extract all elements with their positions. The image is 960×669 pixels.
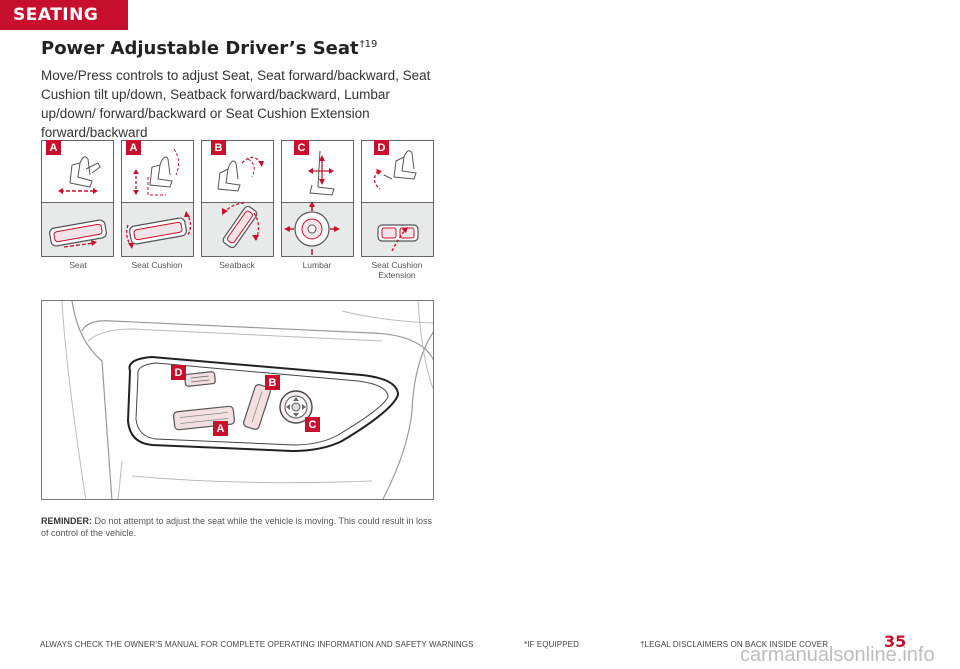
panel-letter: A bbox=[126, 140, 141, 155]
panel-label-seat-cushion: Seat Cushion bbox=[131, 260, 183, 270]
cushion-tilt-icon bbox=[126, 148, 192, 249]
lumbar-support-icon bbox=[284, 150, 340, 255]
panel-letter: C bbox=[294, 140, 309, 155]
panel-seat-cushion: A bbox=[121, 140, 194, 257]
panel-cushion-extension: D bbox=[361, 140, 434, 257]
cushion-extension-icon bbox=[373, 150, 419, 252]
callout-c: C bbox=[305, 417, 320, 432]
panel-letter: A bbox=[46, 140, 61, 155]
panel-label-seat: Seat bbox=[69, 260, 87, 270]
watermark: carmanualsonline.info bbox=[740, 644, 935, 666]
seat-controls-illustration: D B A C bbox=[41, 300, 434, 500]
panel-seat: A bbox=[41, 140, 114, 257]
footer-legal: †LEGAL DISCLAIMERS ON BACK INSIDE COVER bbox=[640, 640, 829, 649]
callout-b: B bbox=[265, 375, 280, 390]
page-number: 35 bbox=[884, 632, 907, 651]
panel-label-cushion-extension: Seat Cushion Extension bbox=[371, 260, 423, 280]
panel-letter: D bbox=[374, 140, 389, 155]
panel-letter: B bbox=[211, 140, 226, 155]
seat-slide-icon bbox=[49, 156, 107, 248]
reminder-note: REMINDER: Do not attempt to adjust the s… bbox=[41, 515, 436, 539]
intro-text: Move/Press controls to adjust Seat, Seat… bbox=[41, 68, 431, 140]
panel-label-seatback: Seatback bbox=[219, 260, 255, 270]
panel-label-lumbar: Lumbar bbox=[302, 260, 332, 270]
callout-d: D bbox=[171, 365, 186, 380]
footer-warning: ALWAYS CHECK THE OWNER’S MANUAL FOR COMP… bbox=[40, 640, 474, 649]
panel-seatback: B bbox=[201, 140, 274, 257]
panel-lumbar: C bbox=[281, 140, 354, 257]
seat-side-panel-drawing bbox=[61, 301, 433, 499]
callout-a: A bbox=[213, 421, 228, 436]
title-superscript: †19 bbox=[359, 39, 378, 50]
page-title: Power Adjustable Driver’s Seat†19 bbox=[41, 38, 377, 59]
footer-if-equipped: *IF EQUIPPED bbox=[524, 640, 579, 649]
reminder-text: Do not attempt to adjust the seat while … bbox=[41, 516, 433, 538]
seatback-recline-icon bbox=[217, 156, 264, 249]
reminder-label: REMINDER: bbox=[41, 516, 92, 526]
title-text: Power Adjustable Driver’s Seat bbox=[41, 38, 359, 59]
section-tab: SEATING bbox=[0, 0, 128, 30]
